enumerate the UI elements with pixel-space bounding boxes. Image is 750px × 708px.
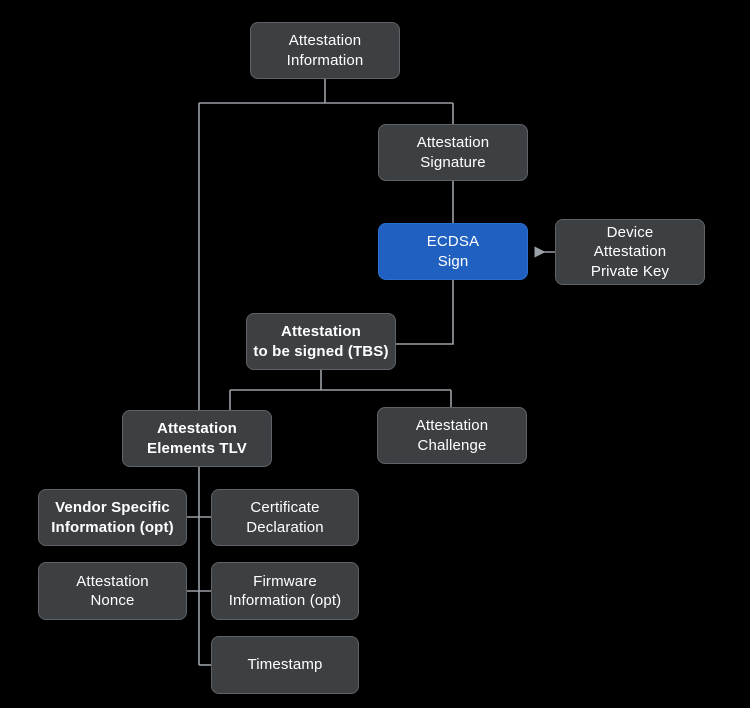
node-attestation-tbs[interactable]: Attestation to be signed (TBS) bbox=[246, 313, 396, 370]
edge-tbs-split bbox=[229, 370, 452, 410]
node-label-attestation-elements-tlv: Attestation Elements TLV bbox=[147, 420, 247, 457]
node-label-vendor-specific-information: Vendor Specific Information (opt) bbox=[51, 499, 174, 536]
node-certificate-declaration[interactable]: Certificate Declaration bbox=[211, 489, 359, 546]
node-vendor-specific-information[interactable]: Vendor Specific Information (opt) bbox=[38, 489, 187, 546]
node-label-device-attestation-private-key: Device Attestation Private Key bbox=[590, 224, 670, 280]
node-label-ecdsa-sign: ECDSA Sign bbox=[426, 233, 480, 270]
node-label-timestamp: Timestamp bbox=[247, 656, 323, 674]
node-label-attestation-challenge: Attestation Challenge bbox=[415, 417, 489, 454]
node-device-attestation-private-key[interactable]: Device Attestation Private Key bbox=[555, 219, 705, 285]
edge-ecdsa-to-tbs bbox=[396, 280, 454, 345]
node-label-firmware-information: Firmware Information (opt) bbox=[228, 572, 342, 609]
node-attestation-challenge[interactable]: Attestation Challenge bbox=[377, 407, 527, 464]
node-label-attestation-information: Attestation Information bbox=[286, 32, 364, 69]
node-attestation-nonce[interactable]: Attestation Nonce bbox=[38, 562, 187, 620]
node-ecdsa-sign[interactable]: ECDSA Sign bbox=[378, 223, 528, 280]
node-attestation-information[interactable]: Attestation Information bbox=[250, 22, 400, 79]
node-attestation-signature[interactable]: Attestation Signature bbox=[378, 124, 528, 181]
node-label-attestation-tbs: Attestation to be signed (TBS) bbox=[253, 323, 389, 360]
node-label-attestation-signature: Attestation Signature bbox=[416, 134, 490, 171]
node-firmware-information[interactable]: Firmware Information (opt) bbox=[211, 562, 359, 620]
node-timestamp[interactable]: Timestamp bbox=[211, 636, 359, 694]
node-label-certificate-declaration: Certificate Declaration bbox=[246, 499, 324, 536]
node-attestation-elements-tlv[interactable]: Attestation Elements TLV bbox=[122, 410, 272, 467]
node-label-attestation-nonce: Attestation Nonce bbox=[76, 572, 149, 609]
